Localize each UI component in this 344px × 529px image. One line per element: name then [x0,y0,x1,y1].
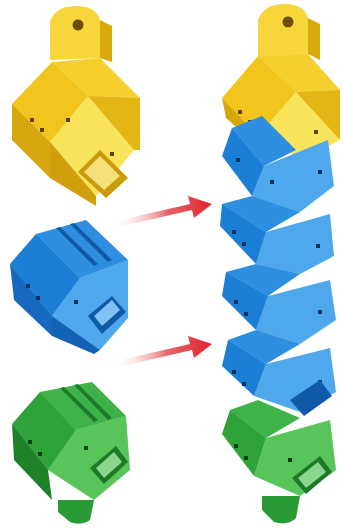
blue-cube-block-loose [10,220,128,354]
stack-green-block [222,400,336,523]
green-mount-block-loose [12,382,130,524]
stack-blue-block-4 [222,330,336,416]
arrow-lower [112,336,212,368]
stack-blue-block-3 [222,264,336,344]
arrow-upper [112,196,212,228]
yellow-mount-block-loose [12,6,140,206]
stack-blue-block-2 [220,196,334,274]
assembled-stack [220,4,340,523]
